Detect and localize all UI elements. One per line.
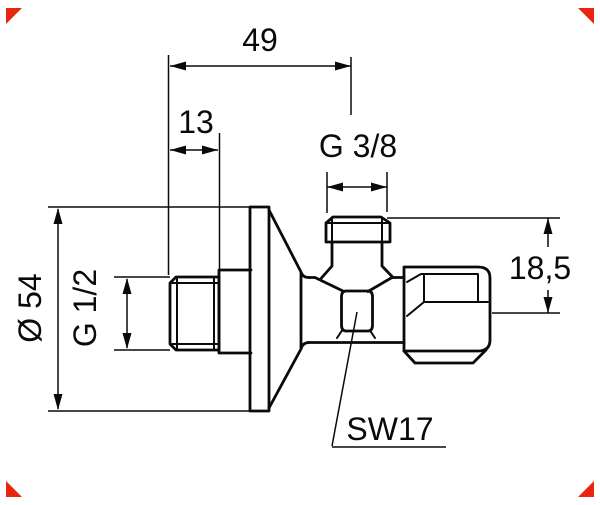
dim-label-18-5: 18,5 bbox=[509, 250, 571, 286]
corner-markers bbox=[6, 8, 594, 497]
corner-marker-top-left bbox=[6, 8, 22, 24]
dim-label-g12: G 1/2 bbox=[67, 269, 103, 347]
arrowhead-left bbox=[170, 61, 186, 71]
corner-marker-bottom-right bbox=[578, 481, 594, 497]
callout-label-sw17: SW17 bbox=[346, 411, 433, 447]
body-right-silhouette bbox=[366, 276, 406, 293]
top-thread-lines bbox=[325, 216, 391, 243]
arrowhead-up bbox=[53, 208, 63, 224]
rosette-rim bbox=[248, 205, 271, 413]
valve-outline bbox=[168, 205, 492, 413]
arrowhead-right bbox=[335, 61, 351, 71]
dimension-49: 49 bbox=[167, 22, 352, 275]
dim-label-dia-54: Ø 54 bbox=[12, 273, 48, 342]
dimension-g38: G 3/8 bbox=[319, 128, 397, 213]
outlet-nut bbox=[402, 265, 492, 353]
arrowhead-down bbox=[53, 394, 63, 410]
collar bbox=[217, 268, 253, 355]
outlet-nut-flats bbox=[406, 273, 489, 317]
leader-line bbox=[331, 311, 446, 448]
dim-label-49: 49 bbox=[242, 22, 278, 58]
corner-marker-top-right bbox=[578, 8, 594, 24]
arrowhead-up bbox=[122, 278, 132, 294]
top-thread-cap bbox=[324, 215, 392, 244]
dimension-13: 13 bbox=[170, 104, 221, 274]
arrowhead-left bbox=[170, 145, 186, 155]
dimension-dia-54: Ø 54 bbox=[12, 206, 250, 412]
dim-label-13: 13 bbox=[178, 104, 214, 140]
arrowhead-down bbox=[122, 333, 132, 349]
corner-marker-bottom-left bbox=[6, 481, 22, 497]
hex-sw17 bbox=[340, 289, 374, 333]
arrowhead-right bbox=[371, 182, 387, 192]
top-spigot-neck bbox=[319, 240, 395, 280]
outlet-nut-chamfer bbox=[402, 348, 488, 365]
arrowhead-down bbox=[543, 297, 553, 313]
callout-sw17: SW17 bbox=[331, 311, 446, 448]
dimension-g12: G 1/2 bbox=[67, 269, 170, 351]
rosette-bell bbox=[267, 208, 311, 410]
hex-corner-stubs bbox=[336, 329, 376, 339]
dimension-18-5: 18,5 bbox=[387, 217, 571, 314]
arrowhead-left bbox=[327, 182, 343, 192]
arrowhead-right bbox=[202, 145, 218, 155]
dim-label-g38: G 3/8 bbox=[319, 128, 397, 164]
inlet-thread-lines bbox=[171, 277, 220, 350]
arrowhead-up bbox=[543, 218, 553, 234]
body-top-silhouette bbox=[307, 276, 346, 293]
